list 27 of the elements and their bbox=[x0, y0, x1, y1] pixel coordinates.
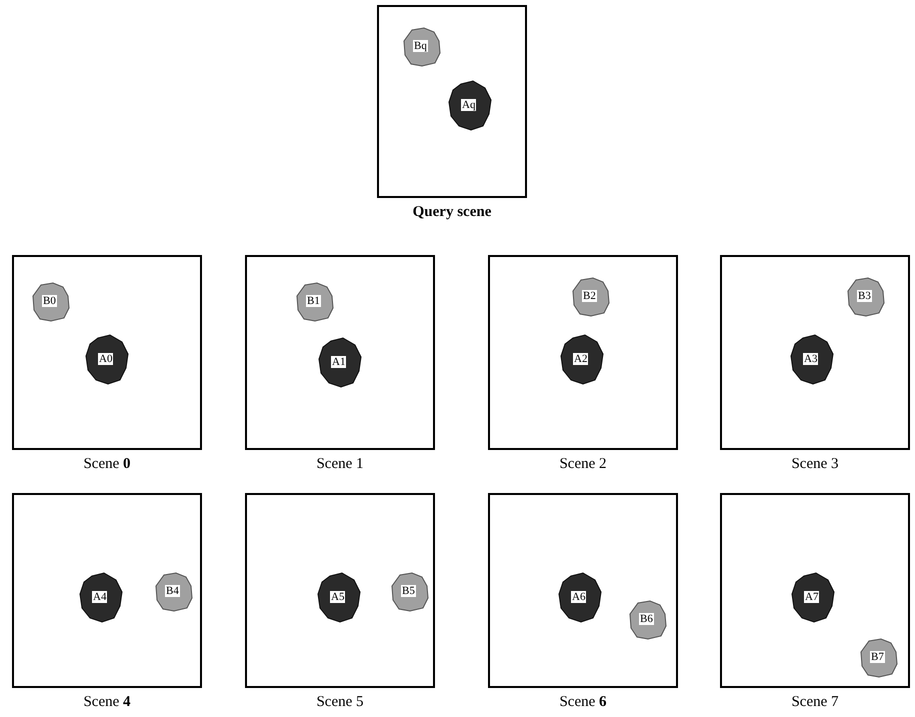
scene-caption: Query scene bbox=[412, 204, 492, 221]
object-label: A2 bbox=[573, 353, 588, 365]
object-label: A4 bbox=[92, 591, 108, 603]
scene-caption: Scene 4 bbox=[82, 694, 132, 711]
object-label: B4 bbox=[165, 585, 180, 597]
object-label: B5 bbox=[401, 585, 416, 597]
scene-caption: Scene 0 bbox=[82, 456, 132, 473]
scene-caption: Scene 2 bbox=[558, 456, 608, 473]
scene-caption: Scene 6 bbox=[558, 694, 608, 711]
object-label: B3 bbox=[857, 290, 872, 302]
object-label: A5 bbox=[330, 591, 346, 603]
object-label: B1 bbox=[306, 295, 321, 307]
object-label: A0 bbox=[98, 353, 114, 365]
object-label: A1 bbox=[331, 356, 346, 368]
object-label: B0 bbox=[42, 295, 57, 307]
object-label: Bq bbox=[413, 40, 428, 52]
scene-caption: Scene 5 bbox=[315, 694, 365, 711]
scene-caption: Scene 1 bbox=[315, 456, 365, 473]
scene-caption: Scene 7 bbox=[790, 694, 840, 711]
scene-caption: Scene 3 bbox=[790, 456, 840, 473]
object-label: B2 bbox=[582, 290, 597, 302]
object-label: B7 bbox=[870, 651, 885, 663]
object-label: A7 bbox=[804, 591, 820, 603]
object-label: A6 bbox=[571, 591, 586, 603]
object-label: Aq bbox=[461, 99, 476, 111]
object-label: B6 bbox=[639, 613, 654, 625]
object-label: A3 bbox=[803, 353, 818, 365]
